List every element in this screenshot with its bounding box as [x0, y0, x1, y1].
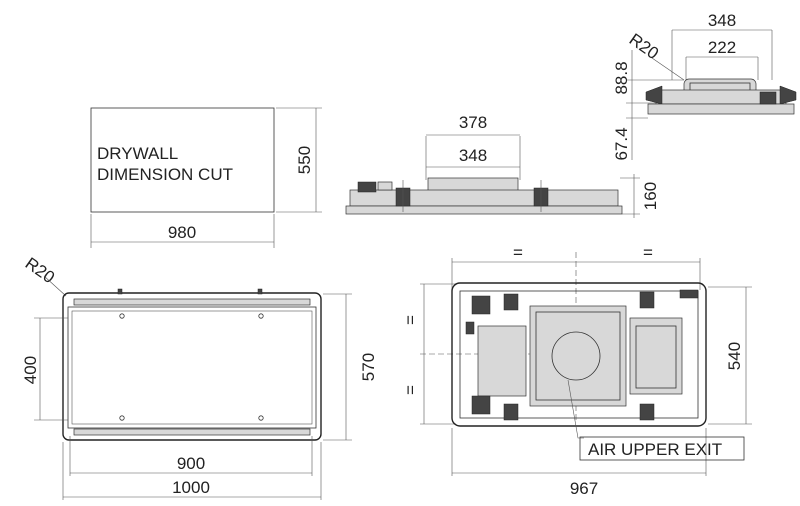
side-body — [349, 189, 619, 207]
front-outer-frame — [62, 292, 322, 441]
section-base — [647, 103, 795, 115]
plan-center-plate — [529, 305, 627, 407]
plan-outer-frame — [451, 282, 707, 427]
cut-height-label: 550 — [295, 146, 314, 174]
plan-height-label: 540 — [725, 342, 744, 370]
side-height-label: 160 — [641, 182, 660, 210]
section-view: 348 222 R20 88.8 67.4 — [612, 11, 797, 161]
front-top-bar — [73, 298, 311, 306]
section-width-label: 348 — [708, 11, 736, 30]
air-exit-callout-box — [579, 436, 745, 461]
plan-equal-mark-left: = — [513, 243, 523, 262]
plan-air-exit-circle — [551, 331, 601, 381]
front-outer-width-label: 1000 — [172, 478, 210, 497]
side-base-plate — [345, 205, 623, 215]
drywall-cut-rectangle — [90, 107, 275, 213]
plan-equal-mark-bottom: = — [401, 385, 420, 395]
side-outer-label: 378 — [459, 113, 487, 132]
drywall-cut-view: DRYWALL DIMENSION CUT 980 550 — [90, 107, 322, 248]
plan-control-board — [477, 325, 527, 397]
air-exit-label: AIR UPPER EXIT — [588, 440, 722, 459]
plan-motor-box — [629, 317, 683, 395]
plan-bracket-top-left — [471, 295, 491, 315]
front-bottom-bar — [73, 428, 311, 436]
side-inner-label: 348 — [459, 146, 487, 165]
section-height-top-label: 88.8 — [612, 61, 631, 94]
plan-width-label: 967 — [570, 479, 598, 498]
side-connector — [357, 181, 377, 193]
front-inner-height-label: 400 — [21, 356, 40, 384]
section-inner-label: 222 — [708, 38, 736, 57]
plan-equal-mark-top: = — [401, 315, 420, 325]
plan-hanger-top-right — [639, 291, 655, 309]
plan-bracket-bottom-left — [471, 395, 491, 415]
section-height-bottom-label: 67.4 — [612, 127, 631, 160]
drywall-label-line2: DIMENSION CUT — [97, 165, 233, 184]
cut-width-label: 980 — [168, 223, 196, 242]
plan-view: = = = = 540 967 — [401, 243, 752, 498]
front-outer-height-label: 570 — [359, 353, 378, 381]
front-inner-width-label: 900 — [177, 454, 205, 473]
front-view: R20 900 1000 400 570 — [21, 254, 378, 500]
plan-hanger-bottom-right — [639, 403, 655, 421]
front-radius-label: R20 — [22, 254, 58, 287]
side-view: 378 348 160 — [345, 113, 660, 218]
plan-hanger-bottom-left — [503, 403, 519, 421]
section-radius-label: R20 — [626, 30, 662, 63]
drywall-label-line1: DRYWALL — [97, 144, 178, 163]
plan-hanger-top-left — [503, 293, 519, 311]
plan-equal-mark-right: = — [643, 243, 653, 262]
front-panel — [67, 306, 317, 429]
